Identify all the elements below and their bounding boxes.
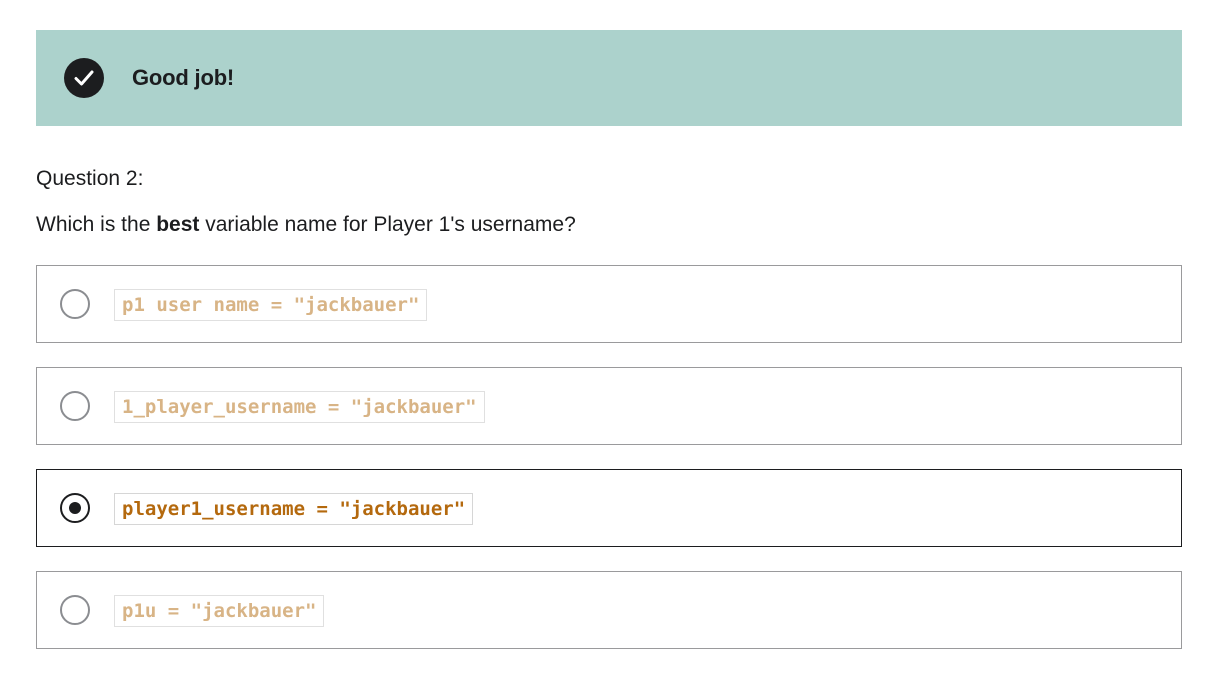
question-text-before: Which is the [36,213,157,236]
answer-code-2: 1_player_username = "jackbauer" [114,391,485,423]
answer-code-4: p1u = "jackbauer" [114,595,325,627]
success-banner: Good job! [36,30,1182,126]
radio-button-1[interactable] [60,289,90,319]
success-message: Good job! [132,65,235,90]
question-prompt: Which is the best variable name for Play… [36,212,576,238]
checkmark-circle-icon [64,58,104,98]
radio-button-4[interactable] [60,595,90,625]
question-text-after: variable name for Player 1's username? [199,213,576,236]
question-text-emphasis: best [156,213,200,236]
radio-button-2[interactable] [60,391,90,421]
answer-option-1[interactable]: p1 user name = "jackbauer" [36,265,1182,343]
answer-option-4[interactable]: p1u = "jackbauer" [36,571,1182,649]
answer-option-2[interactable]: 1_player_username = "jackbauer" [36,367,1182,445]
answer-option-3[interactable]: player1_username = "jackbauer" [36,469,1182,547]
question-number: Question 2: [36,167,144,190]
answer-code-1: p1 user name = "jackbauer" [114,289,428,321]
radio-selected-dot [69,502,81,514]
checkmark-icon [74,70,94,86]
radio-button-3[interactable] [60,493,90,523]
answer-code-3: player1_username = "jackbauer" [114,493,474,525]
